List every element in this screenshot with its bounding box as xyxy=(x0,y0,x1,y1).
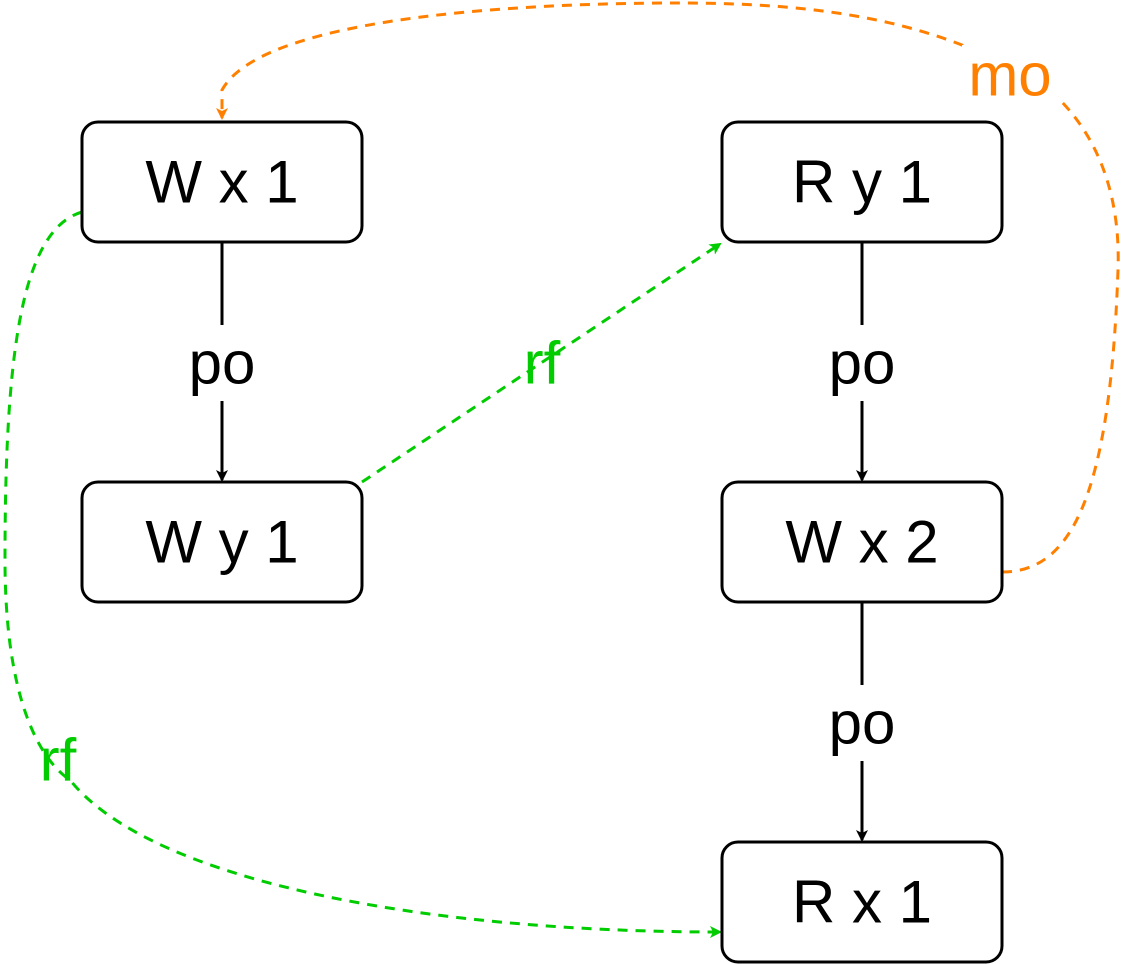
edge-rf-wx1-rx1 xyxy=(3,210,722,938)
svg-text:rf: rf xyxy=(40,727,77,794)
node-r-x-1: R x 1 xyxy=(720,840,1004,964)
edge-label-po-right-top: po xyxy=(822,325,902,401)
edge-label-po-left: po xyxy=(182,325,262,401)
edge-label-rf-long: rf xyxy=(40,727,77,794)
svg-text:rf: rf xyxy=(524,330,561,397)
svg-text:po: po xyxy=(189,330,256,397)
svg-text:W x 1: W x 1 xyxy=(145,149,298,216)
svg-text:po: po xyxy=(829,690,896,757)
edge-label-mo: mo xyxy=(962,42,1058,109)
svg-text:R y 1: R y 1 xyxy=(792,149,932,216)
node-r-y-1: R y 1 xyxy=(720,120,1004,244)
node-w-y-1: W y 1 xyxy=(80,480,364,604)
edge-label-rf-diagonal: rf xyxy=(524,330,561,397)
svg-text:W y 1: W y 1 xyxy=(145,509,298,576)
svg-text:R x 1: R x 1 xyxy=(792,869,932,936)
node-w-x-2: W x 2 xyxy=(720,480,1004,604)
svg-text:mo: mo xyxy=(968,42,1051,109)
node-w-x-1: W x 1 xyxy=(80,120,364,244)
edge-label-po-right-bottom: po xyxy=(822,685,902,761)
svg-text:po: po xyxy=(829,330,896,397)
svg-text:W x 2: W x 2 xyxy=(785,509,938,576)
